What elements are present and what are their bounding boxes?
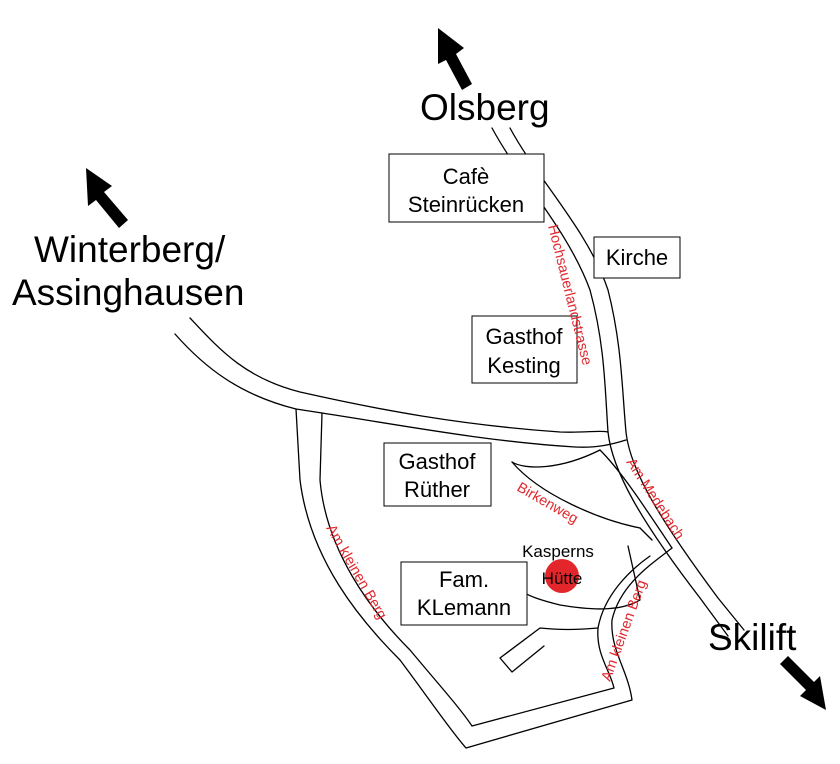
road-birkenweg-south-edge bbox=[511, 461, 641, 529]
hut-label-line2: Hütte bbox=[542, 569, 583, 588]
arrow-skilift-icon bbox=[780, 656, 826, 710]
arrow-winterberg-icon bbox=[86, 168, 128, 228]
destination-skilift: Skilift bbox=[708, 617, 797, 658]
road-hut-access-north bbox=[519, 545, 641, 610]
street-label-am-kleinen-berg-west: Am kleinen Berg bbox=[323, 522, 390, 622]
road-am-medebach-link bbox=[599, 449, 673, 549]
kesting-label-line1: Gasthof bbox=[485, 324, 563, 349]
ruether-label-line1: Gasthof bbox=[398, 449, 476, 474]
cafe-label-line2: Steinrücken bbox=[408, 192, 524, 217]
road-birkenweg-east bbox=[639, 527, 653, 541]
cafe-label-line1: Cafè bbox=[443, 164, 489, 189]
arrow-olsberg-icon bbox=[438, 28, 472, 90]
ruether-label-line2: Rüther bbox=[404, 477, 470, 502]
hut-label-line1: Kasperns bbox=[522, 542, 594, 561]
road-hut-access-south bbox=[499, 627, 599, 673]
landmark-cafe-steinruecken: Cafè Steinrücken bbox=[388, 153, 545, 223]
street-label-am-kleinen-berg-east: Am kleinen Berg bbox=[599, 578, 650, 683]
landmark-kirche: Kirche bbox=[593, 236, 681, 279]
landmark-gasthof-ruether: Gasthof Rüther bbox=[383, 442, 492, 507]
destination-winterberg-line1: Winterberg/ bbox=[34, 229, 226, 270]
kesting-label-line2: Kesting bbox=[487, 353, 560, 378]
klemann-label-line2: KLemann bbox=[417, 595, 511, 620]
road-winterberg-north-edge bbox=[189, 317, 609, 433]
destination-olsberg: Olsberg bbox=[420, 87, 550, 128]
road-birkenweg-north-edge bbox=[511, 449, 601, 468]
location-marker-icon bbox=[545, 559, 579, 593]
landmark-kasperns-huette: Kasperns Hütte bbox=[522, 542, 594, 593]
destination-winterberg-line2: Assinghausen bbox=[12, 272, 244, 313]
road-winterberg-south-edge bbox=[174, 333, 627, 448]
landmark-gasthof-kesting: Gasthof Kesting bbox=[471, 315, 578, 384]
klemann-label-line1: Fam. bbox=[439, 567, 489, 592]
landmark-fam-klemann: Fam. KLemann bbox=[400, 561, 528, 626]
road-hochsauerlandstrasse-east-edge bbox=[509, 127, 745, 631]
kirche-label: Kirche bbox=[606, 245, 668, 270]
road-am-kleinen-berg-outer bbox=[295, 408, 673, 749]
